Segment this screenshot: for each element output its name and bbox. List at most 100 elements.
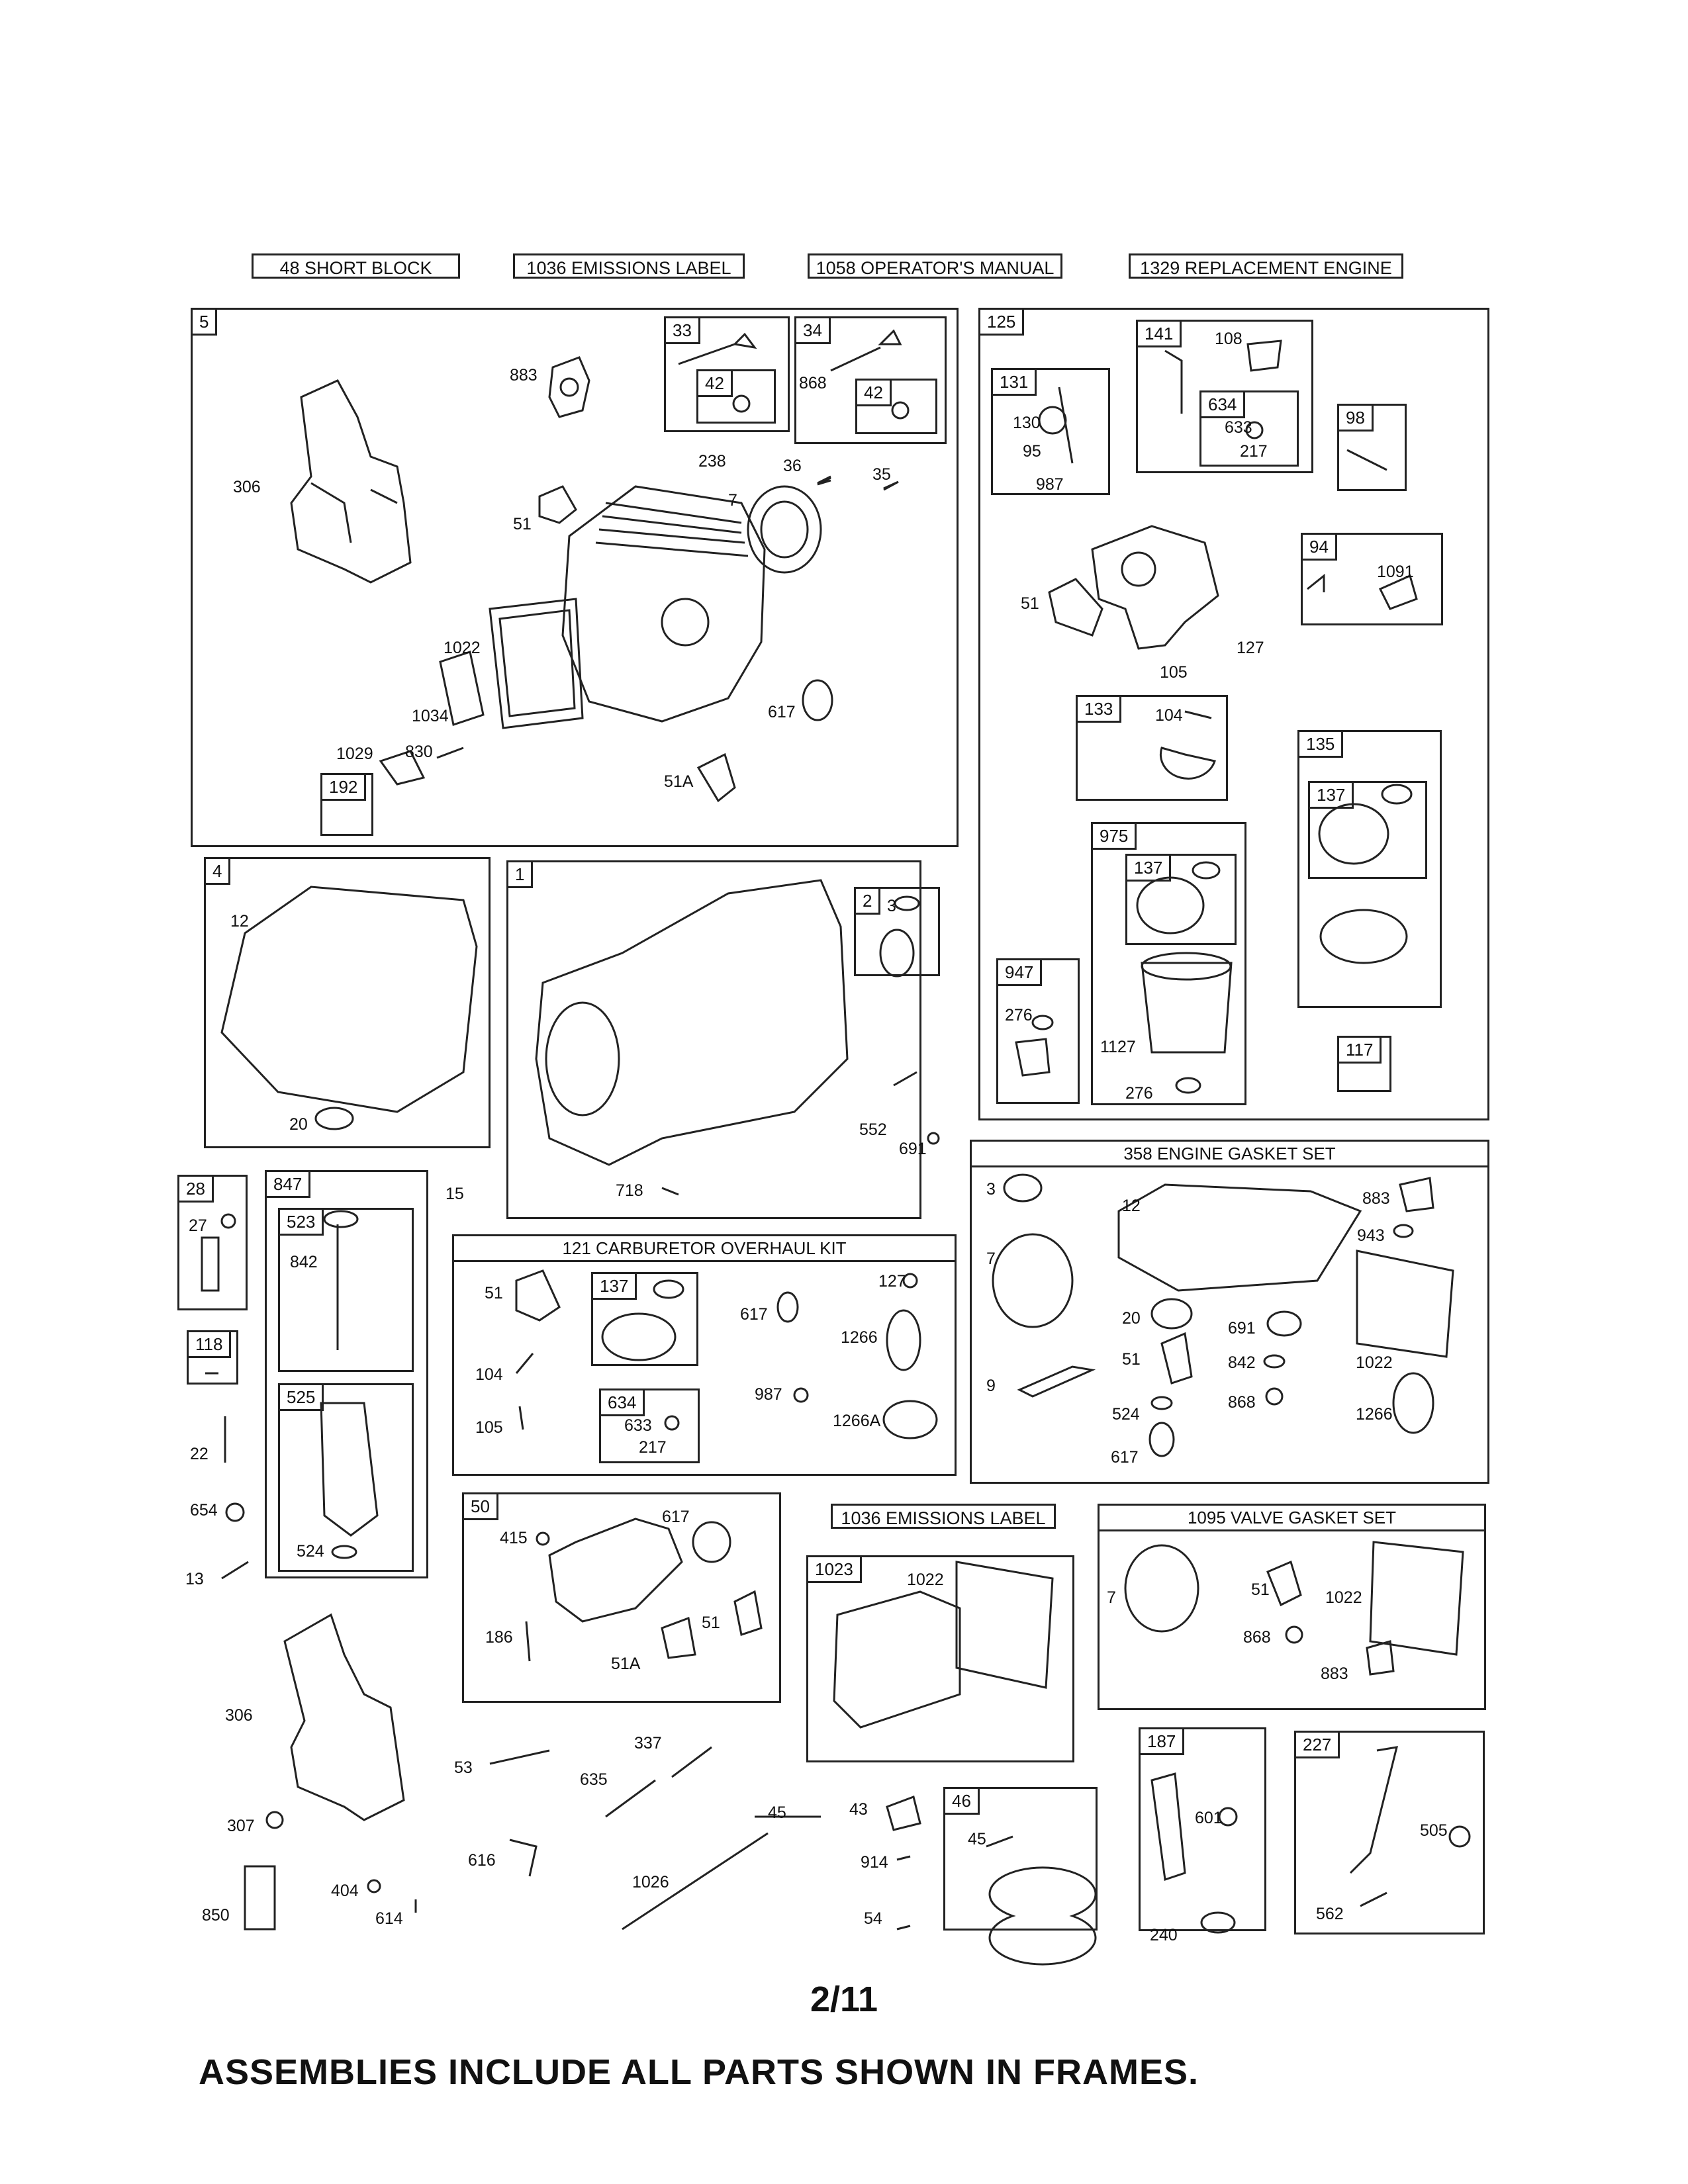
part-label: 105: [1160, 663, 1188, 682]
oring-943: [1393, 1224, 1414, 1238]
part-label: 108: [1215, 330, 1243, 348]
frame-tag: 42: [857, 381, 892, 406]
part-label: 1266A: [833, 1412, 881, 1430]
gasket-51e: [733, 1590, 763, 1636]
cam-gear-46: [988, 1866, 1097, 1966]
valve-cover-1023: [833, 1590, 961, 1729]
part-label: 7: [728, 491, 737, 510]
frame-tag: 133: [1078, 697, 1122, 723]
seal-20b: [1150, 1298, 1193, 1330]
kit-title: 121 CARBURETOR OVERHAUL KIT: [454, 1236, 955, 1262]
spring-35: [883, 480, 899, 491]
cylinder-bore: [545, 1001, 620, 1116]
diaphragm-137c: [601, 1312, 677, 1361]
part-label: 20: [289, 1115, 308, 1134]
part-label: 524: [1112, 1405, 1140, 1424]
frame-125: 125: [978, 308, 1489, 1120]
part-label: 337: [634, 1734, 662, 1752]
part-label: 868: [1243, 1628, 1271, 1647]
part-label: 883: [510, 366, 538, 385]
carburetor-body: [1091, 525, 1219, 650]
part-label: 718: [616, 1181, 643, 1200]
header-label-emissions: 1036 EMISSIONS LABEL: [513, 253, 745, 279]
frame-50: 50: [462, 1492, 781, 1703]
gasket-883b: [1399, 1177, 1434, 1212]
kit-title: 358 ENGINE GASKET SET: [972, 1142, 1487, 1167]
jet-105b: [518, 1406, 524, 1430]
frame-tag: 34: [796, 318, 831, 344]
spring-98: [1346, 449, 1387, 471]
frame-187: 187: [1139, 1727, 1266, 1931]
part-label: 217: [1240, 442, 1268, 461]
part-label: 51: [485, 1284, 503, 1302]
header-label-short-block: 48 SHORT BLOCK: [252, 253, 460, 279]
frame-947: 947: [996, 958, 1080, 1104]
part-label: 51: [1122, 1350, 1141, 1369]
washer-276a: [1031, 1015, 1054, 1030]
sealant-tube-850: [244, 1865, 276, 1931]
oil-seal-20a: [314, 1107, 354, 1130]
engine-block-1: [535, 879, 849, 1166]
diaphragm-137a: [1318, 803, 1389, 865]
frame-192: 192: [320, 773, 373, 836]
spring-36: [817, 475, 831, 486]
keeper-42a: [732, 394, 751, 413]
frame-28: 28: [177, 1175, 248, 1310]
keeper-42b: [891, 401, 910, 420]
frame-1095-valve-gasket: 1095 VALVE GASKET SET: [1098, 1504, 1486, 1710]
part-label: 987: [755, 1385, 782, 1404]
part-label: 238: [698, 452, 726, 471]
frame-2: 2: [854, 887, 940, 976]
part-label: 614: [375, 1909, 403, 1928]
part-label: 127: [878, 1272, 906, 1291]
cap-127b: [902, 1273, 918, 1289]
part-label: 1022: [1356, 1353, 1393, 1372]
part-label: 186: [485, 1628, 513, 1647]
frame-117: 117: [1337, 1036, 1391, 1092]
part-label: 524: [297, 1542, 324, 1561]
frame-634a: 634: [1199, 390, 1299, 467]
frame-847: 847: [265, 1170, 428, 1578]
solenoid-1091: [1307, 573, 1418, 610]
rocker-gasket-1022b: [1356, 1250, 1454, 1358]
seal-3a: [894, 895, 920, 911]
header-label-replacement-engine: 1329 REPLACEMENT ENGINE: [1129, 253, 1403, 279]
part-label: 7: [1107, 1588, 1116, 1607]
frame-tag: 50: [464, 1494, 498, 1520]
part-label: 635: [580, 1770, 608, 1789]
clip-404: [367, 1879, 381, 1893]
part-label: 95: [1023, 442, 1041, 461]
frame-634b: 634: [599, 1388, 700, 1463]
part-label: 45: [968, 1830, 986, 1848]
cap-633b: [664, 1415, 680, 1431]
part-label: 914: [861, 1853, 888, 1872]
gasket-883c: [1366, 1640, 1395, 1676]
frame-137b: 137: [1125, 854, 1237, 945]
part-label: 51: [1021, 594, 1039, 613]
frame-33: 33: [664, 316, 790, 432]
oring-842b: [1263, 1354, 1286, 1369]
fitting-186: [525, 1621, 531, 1662]
intake-manifold-50: [548, 1518, 683, 1623]
part-label: 127: [1237, 639, 1264, 657]
spark-plug-337: [671, 1746, 712, 1778]
part-label: 691: [1228, 1319, 1256, 1338]
part-label: 1091: [1377, 563, 1414, 581]
nut-654: [225, 1502, 245, 1522]
cap-633a: [1245, 421, 1264, 439]
frame-tag: 1: [508, 862, 534, 888]
clip-27: [220, 1213, 236, 1229]
frame-1: 1: [506, 860, 921, 1219]
page-number: 2/11: [810, 1979, 878, 2019]
dipstick-cap-523: [323, 1210, 359, 1228]
part-label: 51: [702, 1614, 720, 1632]
frame-tag: 847: [267, 1172, 311, 1198]
part-label: 691: [899, 1140, 927, 1158]
part-label: 633: [624, 1416, 652, 1435]
frame-tag: 98: [1339, 406, 1374, 432]
frame-131: 131: [991, 368, 1110, 495]
diaphragm-137b: [1136, 876, 1205, 934]
frame-tag: 33: [666, 318, 700, 344]
part-label: 1022: [444, 639, 481, 657]
part-label: 130: [1013, 414, 1041, 432]
